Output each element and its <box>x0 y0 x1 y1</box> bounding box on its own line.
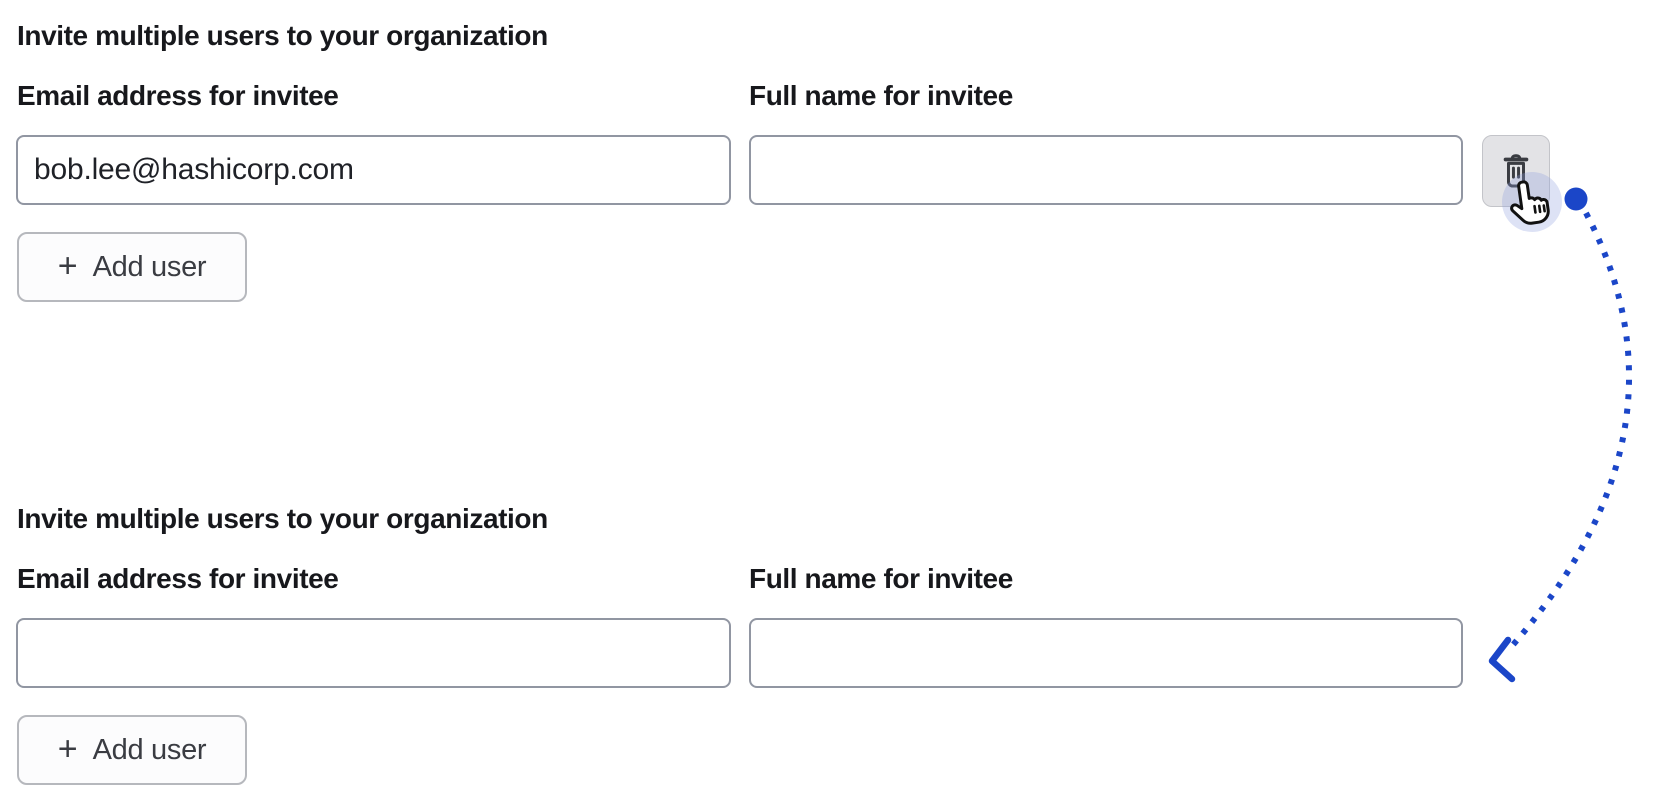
plus-icon: + <box>57 729 78 768</box>
email-input[interactable] <box>16 135 731 205</box>
page-title: Invite multiple users to your organizati… <box>17 503 548 534</box>
delete-user-button[interactable] <box>1482 135 1550 207</box>
email-label: Email address for invitee <box>17 80 339 111</box>
plus-icon: + <box>57 246 78 285</box>
full-name-label: Full name for invitee <box>749 563 1013 594</box>
invite-section-2: Invite multiple users to your organizati… <box>0 483 1672 800</box>
add-user-button[interactable]: + Add user <box>17 232 247 302</box>
page-title: Invite multiple users to your organizati… <box>17 20 548 51</box>
invite-section-1: Invite multiple users to your organizati… <box>16 20 1550 302</box>
add-user-label: Add user <box>92 250 207 283</box>
full-name-input[interactable] <box>749 618 1463 688</box>
email-label: Email address for invitee <box>17 563 339 594</box>
trash-icon <box>1499 152 1533 190</box>
add-user-label: Add user <box>92 733 207 766</box>
full-name-label: Full name for invitee <box>749 80 1013 111</box>
add-user-button[interactable]: + Add user <box>17 715 247 785</box>
full-name-input[interactable] <box>749 135 1463 205</box>
email-input[interactable] <box>16 618 731 688</box>
